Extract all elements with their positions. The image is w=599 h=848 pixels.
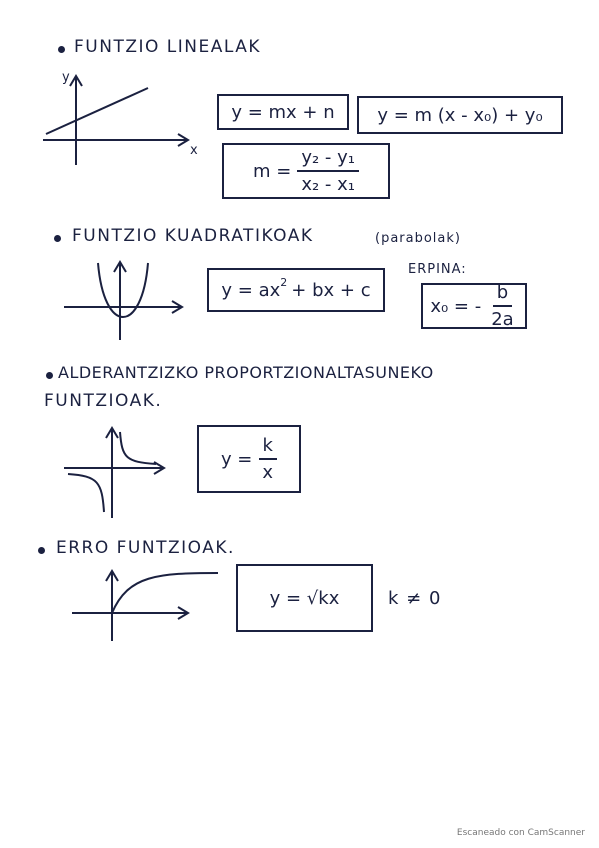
- vertex-denominator: 2a: [491, 309, 514, 330]
- quadratic-formula-box: y = ax 2 + bx + c: [207, 268, 385, 312]
- vertex-fraction: b 2a: [487, 282, 517, 330]
- vertex-label: ERPINA:: [408, 262, 467, 277]
- inverse-denominator: x: [262, 462, 274, 483]
- bullet-linear: [58, 46, 65, 53]
- linear-graph: [38, 70, 208, 170]
- inverse-numerator: k: [258, 435, 277, 460]
- slope-denominator: x₂ - x₁: [301, 174, 356, 195]
- root-formula-box: y = √kx: [236, 564, 373, 632]
- heading-linear: FUNTZIO LINEALAK: [74, 37, 261, 57]
- linear-formula: y = mx + n: [231, 101, 335, 123]
- heading-quadratic-note: (parabolak): [375, 231, 461, 246]
- hyperbola-graph: [60, 422, 170, 522]
- vertex-numerator: b: [492, 282, 513, 307]
- scanner-footer: Escaneado con CamScanner: [456, 828, 585, 838]
- root-condition: k ≠ 0: [388, 588, 442, 609]
- vertex-lhs: x₀ = -: [430, 295, 482, 317]
- bullet-root: [38, 547, 45, 554]
- root-formula: y = √kx: [269, 587, 340, 609]
- parabola-graph: [60, 255, 190, 345]
- slope-numerator: y₂ - y₁: [297, 147, 360, 172]
- vertex-formula-box: x₀ = - b 2a: [421, 282, 527, 330]
- quadratic-exponent: 2: [280, 276, 288, 289]
- quadratic-formula-b: + bx + c: [291, 279, 371, 301]
- slope-fraction: y₂ - y₁ x₂ - x₁: [297, 147, 360, 195]
- bullet-quadratic: [54, 235, 61, 242]
- inverse-fraction: k x: [258, 435, 277, 483]
- heading-quadratic: FUNTZIO KUADRATIKOAK: [72, 226, 314, 246]
- linear-formula-box: y = mx + n: [217, 94, 349, 130]
- inverse-formula-lhs: y =: [220, 448, 253, 470]
- heading-inverse-line2: FUNTZIOAK.: [44, 391, 163, 411]
- slope-formula-box: m = y₂ - y₁ x₂ - x₁: [222, 143, 390, 199]
- root-graph: [68, 565, 223, 645]
- axis-x-label: x: [190, 143, 199, 158]
- heading-inverse-line1: ALDERANTZIZKO PROPORTZIONALTASUNEKO: [58, 363, 434, 382]
- bullet-inverse: [46, 372, 53, 379]
- heading-root: ERRO FUNTZIOAK.: [56, 538, 235, 558]
- inverse-formula-box: y = k x: [197, 425, 301, 493]
- point-slope-box: y = m (x - x₀) + y₀: [357, 96, 563, 134]
- slope-lhs: m =: [252, 160, 292, 182]
- axis-y-label: y: [62, 70, 71, 85]
- quadratic-formula-a: y = ax: [221, 279, 281, 301]
- point-slope-formula: y = m (x - x₀) + y₀: [377, 104, 543, 126]
